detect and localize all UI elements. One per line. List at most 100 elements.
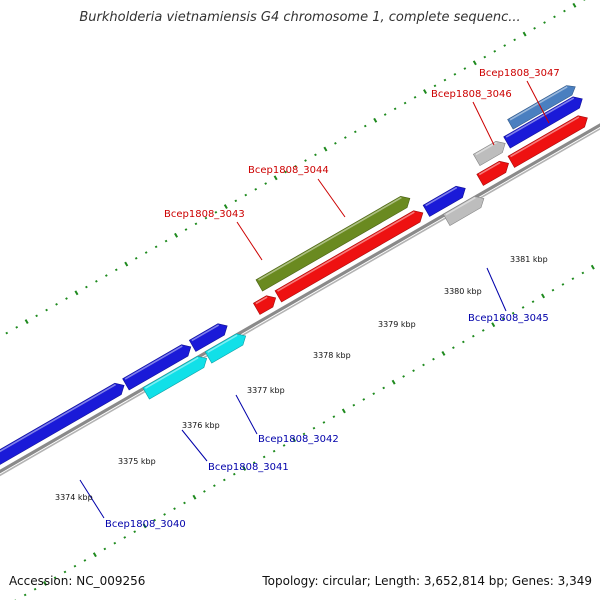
- scale-label: 3377 kbp: [247, 386, 285, 395]
- track-tick: [412, 369, 415, 373]
- track-tick: [264, 182, 268, 185]
- gene-3047-arrow-highlight: [505, 97, 575, 138]
- gene-label-leader: [486, 267, 507, 312]
- gene-3047-lower-arrow-highlight: [510, 116, 580, 158]
- track-tick: [294, 164, 297, 168]
- track-tick: [312, 426, 316, 430]
- track-tick: [154, 245, 158, 249]
- track-tick: [402, 375, 405, 378]
- gene-3043-arrow[interactable]: [252, 295, 277, 315]
- gene-label[interactable]: Bcep1808_3041: [208, 462, 289, 473]
- track-tick: [254, 187, 258, 191]
- label-leader-lines: [79, 80, 550, 519]
- scale-label: 3376 kbp: [182, 421, 220, 430]
- track-tick: [533, 26, 536, 30]
- gene-3041-arrow-body: [142, 355, 208, 400]
- gene-label[interactable]: Bcep1808_3042: [258, 434, 339, 445]
- track-tick: [503, 44, 507, 47]
- gene-3044-arrow-highlight: [258, 196, 402, 281]
- gene-3042-upper-arrow-highlight: [191, 324, 220, 342]
- gene-3046-lower-arrow[interactable]: [476, 160, 509, 186]
- track-tick: [24, 319, 29, 325]
- track-tick: [234, 199, 238, 203]
- gene-label-leader: [235, 394, 258, 435]
- scale-label: 3380 kbp: [444, 287, 482, 296]
- track-tick: [551, 288, 555, 292]
- gene-3047-arrow[interactable]: [503, 96, 583, 149]
- gene-3045-upper-arrow-body: [422, 185, 466, 217]
- gene-3045-arrow-body: [442, 195, 485, 227]
- track-tick: [432, 357, 435, 361]
- track-tick: [563, 9, 566, 13]
- track-tick: [134, 256, 138, 260]
- scale-label: 3379 kbp: [378, 320, 416, 329]
- track-tick: [33, 587, 37, 591]
- gene-3044-arrow[interactable]: [255, 195, 411, 292]
- track-tick: [223, 204, 228, 210]
- track-tick: [521, 306, 525, 309]
- track-tick: [35, 314, 38, 318]
- track-tick: [423, 89, 428, 95]
- track-tick: [74, 290, 79, 296]
- gene-3040-arrow-body: [0, 382, 125, 465]
- gene-3045-arrow[interactable]: [442, 195, 485, 227]
- track-tick: [403, 101, 407, 105]
- gene-3041-upper-arrow-body: [122, 344, 192, 391]
- track-tick: [273, 175, 278, 181]
- track-tick: [92, 552, 97, 558]
- backbone-line: [0, 123, 600, 474]
- track-tick: [491, 322, 496, 328]
- gene-label-leader: [236, 221, 263, 261]
- gene-3041-upper-arrow[interactable]: [122, 344, 192, 391]
- track-tick: [522, 31, 527, 37]
- track-tick: [452, 346, 455, 350]
- gene-label-leader: [181, 429, 208, 462]
- scale-label: 3375 kbp: [118, 457, 156, 466]
- gene-3046-arrow[interactable]: [472, 140, 506, 167]
- gene-label[interactable]: Bcep1808_3044: [248, 165, 329, 176]
- track-tick: [304, 159, 307, 162]
- gene-3044-lower-arrow[interactable]: [274, 210, 424, 303]
- gene-3045-upper-arrow[interactable]: [422, 185, 466, 217]
- track-tick: [142, 523, 147, 529]
- gene-label-leader: [317, 178, 346, 218]
- track-tick: [85, 285, 88, 289]
- track-tick: [213, 484, 216, 488]
- gene-3044-lower-arrow-highlight: [277, 211, 415, 292]
- gene-label[interactable]: Bcep1808_3045: [468, 313, 549, 324]
- gene-label[interactable]: Bcep1808_3040: [105, 519, 186, 530]
- gene-3041-arrow[interactable]: [142, 355, 208, 400]
- track-tick: [163, 513, 166, 516]
- track-tick: [222, 478, 226, 482]
- track-tick: [192, 494, 197, 500]
- gene-3047-lower-arrow[interactable]: [507, 115, 588, 168]
- track-tick: [352, 403, 356, 407]
- track-tick: [183, 501, 186, 505]
- track-tick: [383, 113, 387, 116]
- track-tick: [194, 222, 198, 226]
- gene-label[interactable]: Bcep1808_3043: [164, 209, 245, 220]
- track-tick: [343, 136, 347, 139]
- track-tick: [5, 331, 9, 335]
- track-tick: [232, 472, 236, 476]
- track-tick: [453, 72, 457, 76]
- gene-3042-arrow-body: [204, 333, 247, 364]
- track-tick: [341, 408, 346, 414]
- gene-label[interactable]: Bcep1808_3046: [431, 89, 512, 100]
- track-tick: [363, 124, 367, 128]
- track-tick: [15, 325, 19, 329]
- track-tick: [511, 311, 515, 315]
- gene-3040-arrow[interactable]: [0, 382, 125, 481]
- track-tick: [471, 334, 475, 338]
- gene-3042-upper-arrow[interactable]: [188, 323, 228, 352]
- gene-label[interactable]: Bcep1808_3047: [479, 68, 560, 79]
- gene-3042-arrow[interactable]: [204, 333, 247, 364]
- track-tick: [483, 55, 487, 59]
- chromosome-backbone: [0, 123, 600, 477]
- track-tick: [45, 308, 48, 312]
- track-tick: [282, 444, 286, 447]
- track-tick: [284, 170, 287, 174]
- track-tick: [184, 228, 188, 231]
